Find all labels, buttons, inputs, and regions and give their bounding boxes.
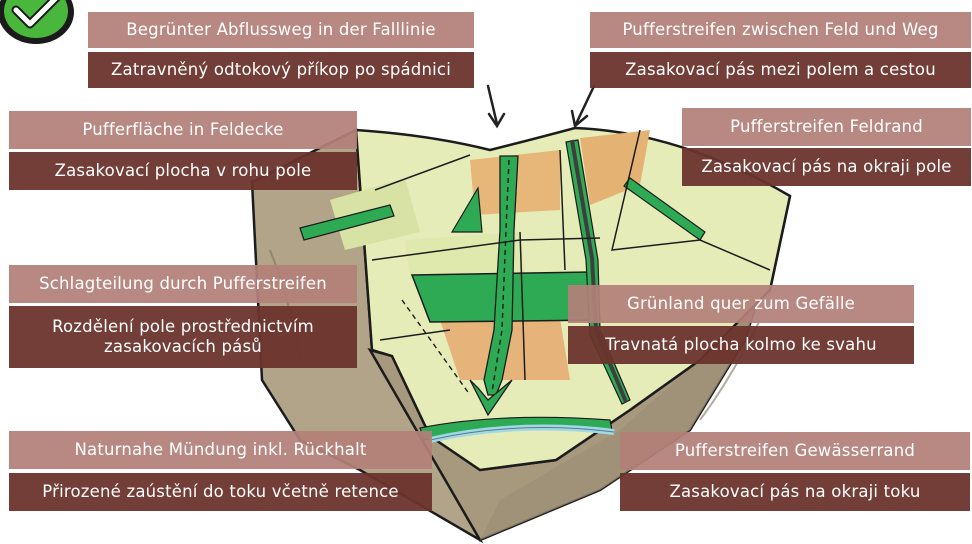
- label-feldweg-german: Pufferstreifen zwischen Feld und Weg: [590, 12, 971, 48]
- label-gewaesser-czech: Zasakovací pás na okraji toku: [620, 473, 970, 511]
- label-schlag-czech: Rozdělení pole prostřednictvím zasakovac…: [9, 306, 357, 368]
- label-feldrand-german: Pufferstreifen Feldrand: [682, 108, 971, 146]
- label-gruenland-czech: Travnatá plocha kolmo ke svahu: [568, 326, 914, 364]
- label-gruenland-german: Grünland quer zum Gefälle: [568, 285, 914, 323]
- label-feldecke-german: Pufferfläche in Feldecke: [9, 111, 357, 149]
- pointer-arrows: [488, 86, 594, 126]
- label-schlag-german: Schlagteilung durch Pufferstreifen: [9, 265, 357, 303]
- checkmark-icon: [0, 0, 74, 44]
- label-gewaesser-german: Pufferstreifen Gewässerrand: [620, 432, 970, 470]
- label-feldrand-czech: Zasakovací pás na okraji pole: [682, 148, 971, 186]
- label-abfluss-german: Begrünter Abflussweg in der Falllinie: [88, 12, 474, 48]
- label-feldweg-czech: Zasakovací pás mezi polem a cestou: [590, 52, 971, 88]
- label-feldecke-czech: Zasakovací plocha v rohu pole: [9, 152, 357, 190]
- label-abfluss-czech: Zatravněný odtokový příkop po spádnici: [88, 52, 474, 88]
- label-muendung-german: Naturnahe Mündung inkl. Rückhalt: [9, 431, 432, 469]
- label-muendung-czech: Přirozené zaústění do toku včetně retenc…: [9, 473, 432, 511]
